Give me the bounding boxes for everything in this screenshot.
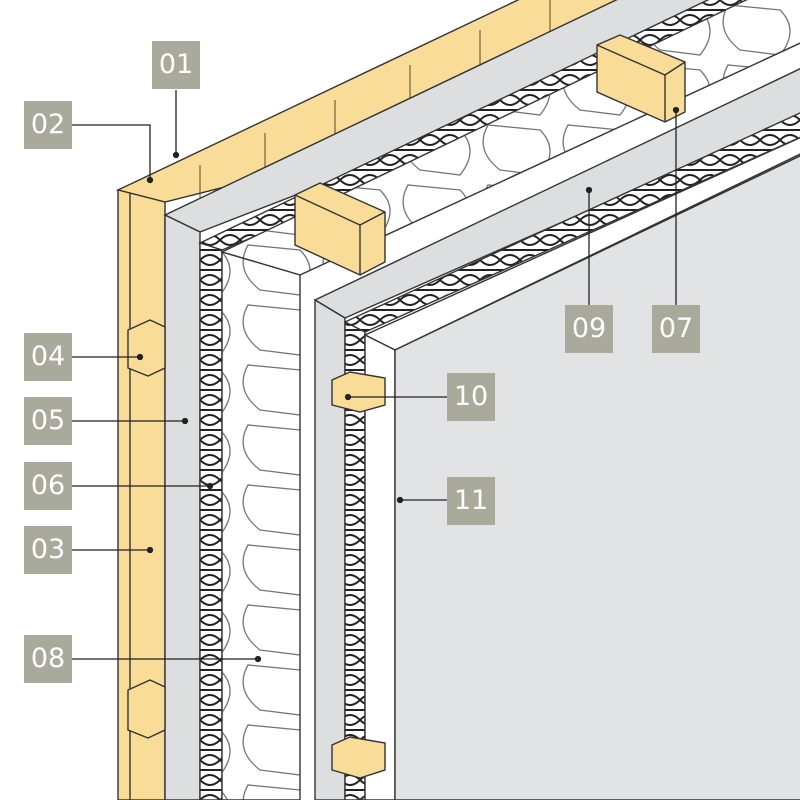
label-04: 04 — [24, 333, 72, 381]
stud-upper — [596, 34, 686, 123]
vapour-barrier — [314, 298, 346, 800]
label-01: 01 — [152, 41, 200, 89]
fibre-board — [199, 242, 223, 800]
label-02: 02 — [24, 101, 72, 149]
batten-upper — [127, 319, 166, 377]
label-05: 05 — [24, 397, 72, 445]
label-03: 03 — [24, 526, 72, 574]
insulation — [221, 251, 301, 800]
service-batten-upper — [331, 371, 386, 413]
inner-fibre-layer — [344, 320, 366, 800]
label-07: 07 — [652, 305, 700, 353]
service-batten-lower — [331, 736, 386, 779]
wind-barrier — [164, 213, 201, 800]
label-08: 08 — [24, 635, 72, 683]
label-06: 06 — [24, 462, 72, 510]
label-10: 10 — [447, 373, 495, 421]
label-09: 09 — [565, 305, 613, 353]
label-11: 11 — [447, 477, 495, 525]
inner-board — [364, 333, 396, 800]
batten-lower — [127, 679, 166, 739]
